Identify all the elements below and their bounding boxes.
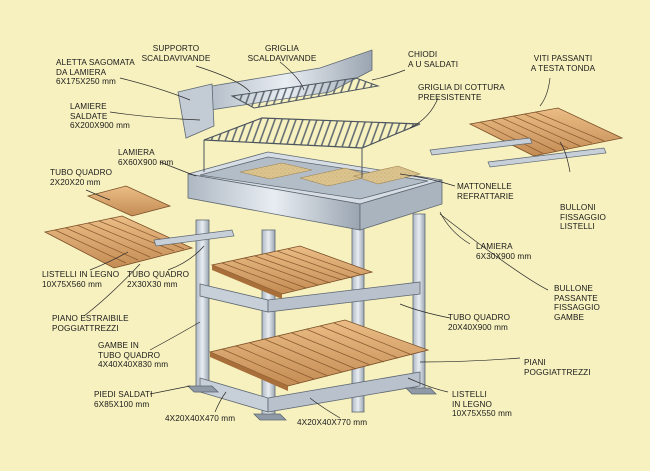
label-tubo-2x20: TUBO QUADRO 2X20X20 mm (50, 168, 113, 187)
label-piano-estraibile: PIANO ESTRAIBILE POGGIATTREZZI (52, 314, 129, 333)
label-mattonelle: MATTONELLE REFRATTARIE (457, 182, 514, 201)
cooking-grill (203, 117, 421, 178)
label-tubo-2x30: TUBO QUADRO 2X30X30 mm (127, 270, 190, 289)
label-chiodi-a-u: CHIODI A U SALDATI (408, 50, 459, 69)
warming-support (177, 49, 380, 139)
label-viti-passanti: VITI PASSANTI A TESTA TONDA (530, 54, 596, 73)
label-dim-470: 4X20X40X470 mm (165, 414, 236, 423)
label-griglia-scaldavivande: GRIGLIA SCALDAVIVANDE (247, 44, 317, 63)
firebox (187, 151, 443, 231)
label-lamiera-6x60: LAMIERA 6X60X900 mm (118, 148, 174, 167)
label-bulloni-fissaggio: BULLONI FISSAGGIO LISTELLI (560, 203, 606, 232)
label-supporto-scaldavivande: SUPPORTO SCALDAVIVANDE (141, 44, 211, 63)
label-bullone-gambe: BULLONE PASSANTE FISSAGGIO GAMBE (554, 284, 600, 322)
lower-shelf (208, 319, 430, 391)
side-tray (43, 185, 235, 269)
right-slats (429, 107, 624, 168)
label-lamiere-saldate: LAMIERE SALDATE 6X200X900 mm (70, 102, 130, 131)
label-lamiera-6x30: LAMIERA 6X30X900 mm (476, 242, 532, 261)
leader-lines (83, 61, 571, 419)
label-listelli-560: LISTELLI IN LEGNO 10X75X560 mm (42, 270, 120, 289)
label-aletta-sagomata: ALETTA SAGOMATA DA LAMIERA 6X175X250 mm (56, 58, 135, 87)
label-piani-poggiattrezzi: PIANI POGGIATTREZZI (524, 358, 591, 377)
label-listelli-550: LISTELLI IN LEGNO 10X75X550 mm (452, 390, 512, 419)
upper-shelf (210, 245, 374, 299)
label-dim-770: 4X20X40X770 mm (297, 418, 368, 427)
label-piedi-saldati: PIEDI SALDATI 6X85X100 mm (94, 390, 153, 409)
label-griglia-cottura: GRIGLIA DI COTTURA PREESISTENTE (418, 83, 505, 102)
label-tubo-20x40: TUBO QUADRO 20X40X900 mm (448, 313, 511, 332)
label-gambe: GAMBE IN TUBO QUADRO 4X40X40X830 mm (98, 341, 169, 370)
